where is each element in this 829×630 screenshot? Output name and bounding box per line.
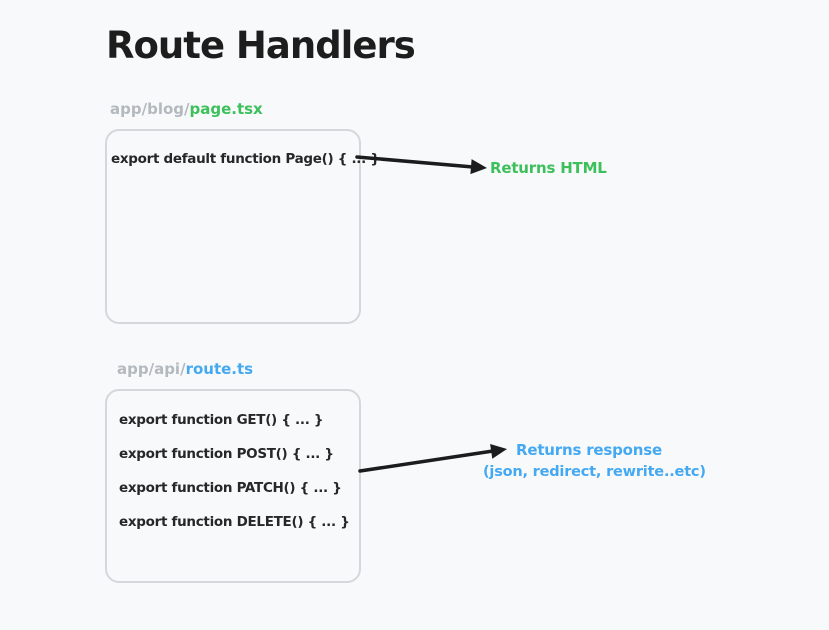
code-line-patch: export function PATCH() { ... } bbox=[119, 480, 342, 496]
annotation-returns-html: Returns HTML bbox=[490, 159, 607, 177]
code-box-page: export default function Page() { ... } bbox=[105, 129, 380, 324]
annotation-response-types: (json, redirect, rewrite..etc) bbox=[483, 464, 706, 480]
code-line-delete: export function DELETE() { ... } bbox=[119, 514, 350, 530]
file-path-prefix: app/api/ bbox=[117, 360, 186, 378]
file-path-prefix: app/blog/ bbox=[110, 100, 190, 118]
file-name-route-ts: route.ts bbox=[185, 360, 254, 378]
code-line-post: export function POST() { ... } bbox=[119, 446, 334, 462]
file-name-page-tsx: page.tsx bbox=[189, 100, 263, 118]
code-box-route: export function GET() { ... } export fun… bbox=[105, 389, 361, 583]
diagram-title: Route Handlers bbox=[106, 24, 416, 67]
file-label-route: app/api/route.ts bbox=[117, 360, 253, 378]
file-label-page: app/blog/page.tsx bbox=[110, 100, 263, 118]
code-line-page: export default function Page() { ... } bbox=[111, 151, 380, 167]
code-line-get: export function GET() { ... } bbox=[119, 412, 324, 428]
annotation-returns-response: Returns response bbox=[516, 441, 662, 459]
